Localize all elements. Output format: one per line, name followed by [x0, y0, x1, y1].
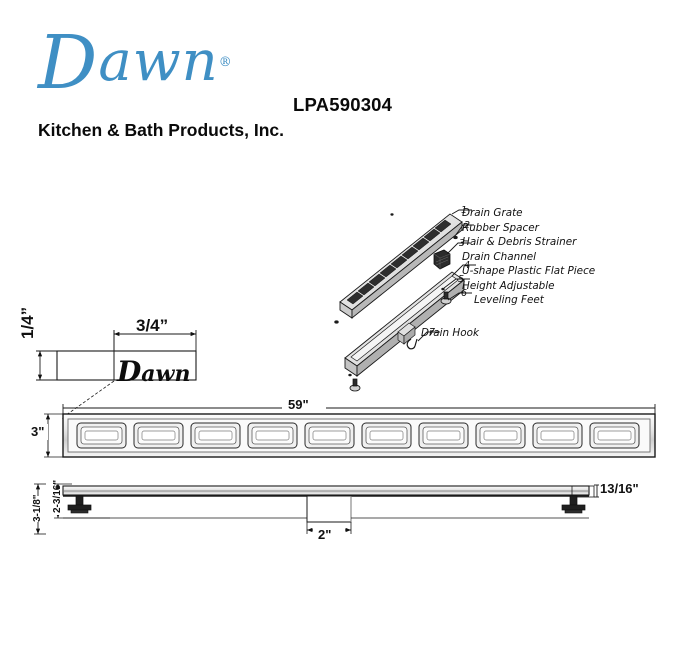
callout-list: Drain Grate Rubber Spacer Hair & Debris … — [462, 206, 699, 307]
brand-logo-rest: awn — [98, 29, 219, 94]
detail-logo-rest: awn — [141, 361, 191, 387]
top-view — [26, 396, 656, 458]
brand-tagline: Kitchen & Bath Products, Inc. — [38, 120, 284, 140]
svg-text:6: 6 — [461, 288, 467, 299]
registered-trademark-icon: ® — [218, 55, 233, 70]
leveling-foot-right — [561, 495, 586, 514]
callout-item-1: Drain Grate — [462, 207, 523, 219]
svg-text:7: 7 — [429, 327, 435, 338]
iso-drain-channel — [344, 271, 465, 377]
svg-text:4: 4 — [464, 260, 470, 271]
callout-item-3: Hair & Debris Strainer — [462, 236, 577, 249]
dimension-overall-length: 59" — [288, 397, 309, 412]
iso-u-shape-plastic-flat-piece — [348, 287, 445, 377]
iso-drain-hook — [406, 338, 418, 350]
callout-item-7: Drain Hook — [421, 327, 479, 339]
iso-drain-grate — [339, 213, 463, 319]
svg-text:1: 1 — [461, 205, 467, 216]
callout-numbers: 1 2 3 4 5 6 7 — [429, 205, 470, 338]
dimension-inner-height: 2-3/16" — [52, 479, 63, 513]
iso-hair-debris-strainer — [433, 249, 451, 270]
callout-item-5: U-shape Plastic Flat Piece — [462, 265, 596, 278]
dimension-overall-width: 3" — [31, 424, 45, 439]
svg-text:2: 2 — [464, 220, 470, 231]
exploded-isometric-view: 1 2 3 4 5 6 7 — [334, 205, 476, 392]
brand-logo-initial: D — [38, 20, 99, 106]
outlet-spigot — [306, 495, 352, 523]
side-elevation-view — [30, 483, 599, 538]
dimension-overall-height: 3-1/8" — [32, 494, 43, 522]
iso-rubber-spacer — [334, 213, 458, 324]
grate-slots — [76, 422, 640, 449]
leveling-foot-left — [67, 495, 92, 514]
svg-text:3: 3 — [459, 238, 465, 249]
dimension-outlet-width: 2" — [318, 527, 332, 542]
dimension-body-thickness: 13/16" — [600, 481, 639, 496]
detail-logo-initial: D — [117, 355, 142, 388]
callout-leaders — [417, 209, 476, 342]
brand-logo: Dawn® Kitchen & Bath Products, Inc. — [38, 26, 284, 140]
callout-item-6-cont: Leveling Feet — [474, 294, 544, 307]
callout-item-6: Height Adjustable — [462, 279, 555, 292]
model-number: LPA590304 — [293, 94, 393, 115]
dimension-detail-width: 3/4” — [136, 316, 169, 335]
brand-logo-script: Dawn® — [38, 26, 233, 100]
dimension-detail-height: 1/4” — [18, 306, 37, 339]
callout-item-2: Rubber Spacer — [462, 221, 539, 234]
detail-logo-text: Dawn — [117, 355, 190, 388]
svg-text:5: 5 — [458, 274, 464, 285]
callout-item-4: Drain Channel — [462, 250, 537, 263]
